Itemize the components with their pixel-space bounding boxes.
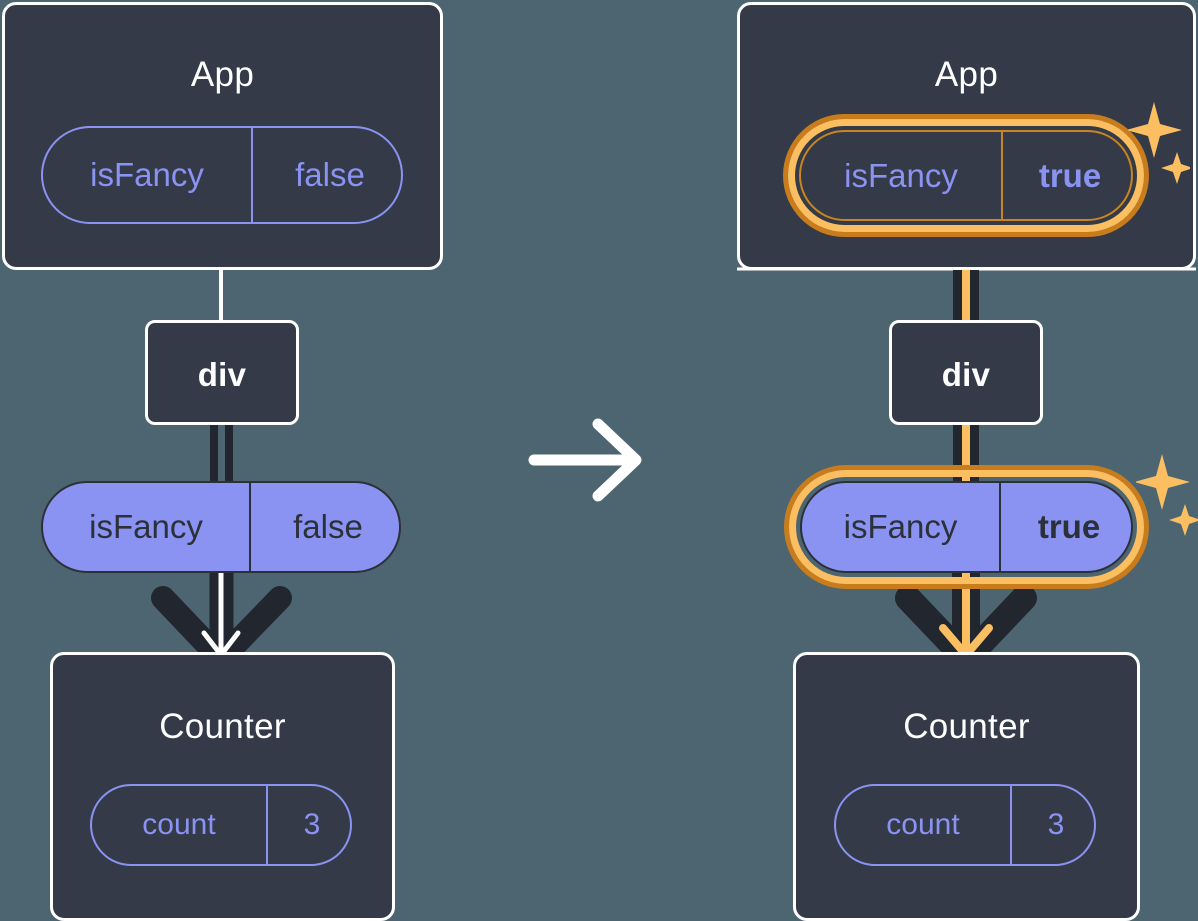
prop-value-after: true xyxy=(999,483,1131,571)
counter-title-before: Counter xyxy=(159,707,286,746)
counter-state-pill-after[interactable]: count 3 xyxy=(834,784,1096,866)
app-state-pill-before[interactable]: isFancy false xyxy=(41,126,403,224)
app-state-pill-after[interactable]: isFancy true xyxy=(799,130,1133,221)
arrow-prop-to-counter-left xyxy=(151,559,292,673)
wire-div-to-prop-right xyxy=(953,424,979,487)
app-title-after: App xyxy=(934,55,999,94)
counter-state-value-before: 3 xyxy=(266,786,350,864)
prop-key-before: isFancy xyxy=(89,508,203,545)
prop-value-before: false xyxy=(249,483,399,571)
div-node-box-before: div xyxy=(145,320,299,425)
counter-state-pill-before[interactable]: count 3 xyxy=(90,784,352,866)
counter-state-key-before: count xyxy=(142,808,216,841)
prop-pill-before[interactable]: isFancy false xyxy=(41,481,401,573)
transition-arrow-icon xyxy=(528,418,642,502)
div-node-label-after: div xyxy=(941,356,991,393)
app-state-key-after: isFancy xyxy=(844,156,958,194)
counter-title-after: Counter xyxy=(903,707,1030,746)
counter-state-value-after: 3 xyxy=(1010,786,1094,864)
div-node-box-after: div xyxy=(889,320,1043,425)
prop-key-after: isFancy xyxy=(843,508,958,545)
app-state-value-after: true xyxy=(1001,132,1131,219)
wire-app-to-div-right-lower xyxy=(953,269,979,322)
app-state-key-before: isFancy xyxy=(90,156,204,193)
app-title-before: App xyxy=(190,55,255,94)
counter-state-key-after: count xyxy=(886,808,960,841)
div-node-label-before: div xyxy=(197,356,247,393)
arrow-prop-to-counter-right xyxy=(895,558,1037,676)
app-state-value-before: false xyxy=(251,128,401,222)
prop-pill-after[interactable]: isFancy true xyxy=(800,481,1133,573)
